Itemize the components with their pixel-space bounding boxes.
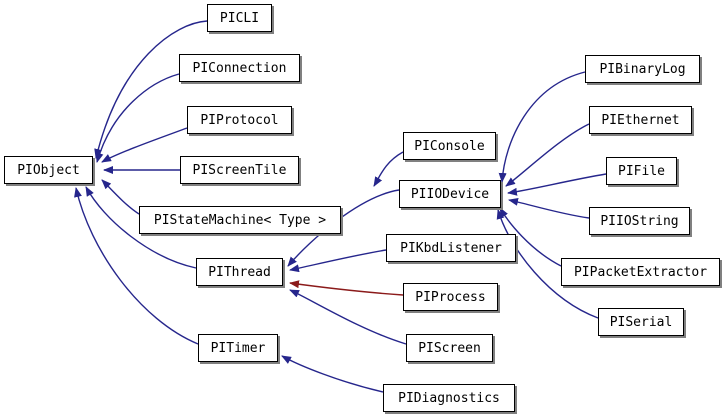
class-node-pithread[interactable]: PIThread xyxy=(196,258,283,286)
edge-piethernet-to-piiodevice xyxy=(505,123,590,187)
class-node-piobject[interactable]: PIObject xyxy=(4,156,93,184)
edge-piconsole-to-piiodevice xyxy=(373,151,404,187)
class-node-label: PIPacketExtractor xyxy=(573,264,708,280)
edge-picli-to-piobject xyxy=(94,20,208,159)
edge-pistatemachine-to-piobject xyxy=(101,179,140,215)
edge-piprocess-to-pithread xyxy=(289,280,404,296)
edge-pithread-to-piobject xyxy=(85,186,197,269)
edge-piscreen-to-pithread xyxy=(289,289,407,345)
class-node-label: PIProtocol xyxy=(200,112,279,128)
class-node-pitimer[interactable]: PITimer xyxy=(198,334,278,362)
class-node-piiostring[interactable]: PIIOString xyxy=(589,207,690,235)
class-node-pistatemachine[interactable]: PIStateMachine< Type > xyxy=(139,206,341,234)
edge-pikbdlistener-to-pithread xyxy=(289,249,387,273)
edge-group xyxy=(74,20,607,393)
class-node-label: PITimer xyxy=(210,340,266,356)
edge-piprotocol-to-piobject xyxy=(101,127,188,163)
class-node-label: PIIODevice xyxy=(410,186,490,202)
class-node-label: PIFile xyxy=(618,163,665,179)
class-node-picli[interactable]: PICLI xyxy=(207,4,272,32)
class-node-piscreen[interactable]: PIScreen xyxy=(406,334,493,362)
class-node-pifile[interactable]: PIFile xyxy=(606,157,677,185)
class-node-label: PISerial xyxy=(609,314,673,330)
class-node-piconsole[interactable]: PIConsole xyxy=(403,132,496,160)
class-node-piethernet[interactable]: PIEthernet xyxy=(589,106,692,134)
edge-pifile-to-piiodevice xyxy=(507,173,607,196)
class-node-label: PIScreen xyxy=(418,340,481,356)
class-node-label: PIScreenTile xyxy=(192,162,287,178)
class-node-piiodevice[interactable]: PIIODevice xyxy=(399,180,501,208)
class-node-pidiagnostics[interactable]: PIDiagnostics xyxy=(383,384,515,412)
class-node-label: PIConnection xyxy=(192,60,287,76)
class-node-pikbdlistener[interactable]: PIKbdListener xyxy=(386,234,516,262)
class-node-label: PIIOString xyxy=(600,213,679,229)
class-node-label: PIStateMachine< Type > xyxy=(153,212,327,228)
class-node-piconnection[interactable]: PIConnection xyxy=(179,54,300,82)
class-node-piserial[interactable]: PISerial xyxy=(598,308,684,336)
edge-pidiagnostics-to-pitimer xyxy=(281,355,384,393)
class-node-label: PICLI xyxy=(219,10,260,26)
class-node-pipacketextractor[interactable]: PIPacketExtractor xyxy=(561,258,720,286)
class-node-label: PIProcess xyxy=(415,289,486,305)
class-node-label: PIBinaryLog xyxy=(599,61,686,77)
class-node-piprocess[interactable]: PIProcess xyxy=(403,283,498,311)
edge-pitimer-to-piobject xyxy=(74,187,199,345)
class-node-label: PIConsole xyxy=(414,138,485,154)
class-node-piprotocol[interactable]: PIProtocol xyxy=(187,106,292,134)
class-node-label: PIKbdListener xyxy=(400,240,502,256)
edge-piiostring-to-piiodevice xyxy=(508,197,590,219)
class-node-piscreentile[interactable]: PIScreenTile xyxy=(180,156,299,184)
class-node-label: PIEthernet xyxy=(601,112,680,128)
class-node-label: PIDiagnostics xyxy=(398,390,500,406)
edge-piserial-to-piiodevice xyxy=(496,209,599,319)
edge-pibinarylog-to-piiodevice xyxy=(498,71,586,183)
edge-piconnection-to-piobject xyxy=(95,73,180,163)
class-node-label: PIThread xyxy=(208,264,271,280)
class-node-pibinarylog[interactable]: PIBinaryLog xyxy=(585,55,700,83)
class-node-label: PIObject xyxy=(17,162,80,178)
